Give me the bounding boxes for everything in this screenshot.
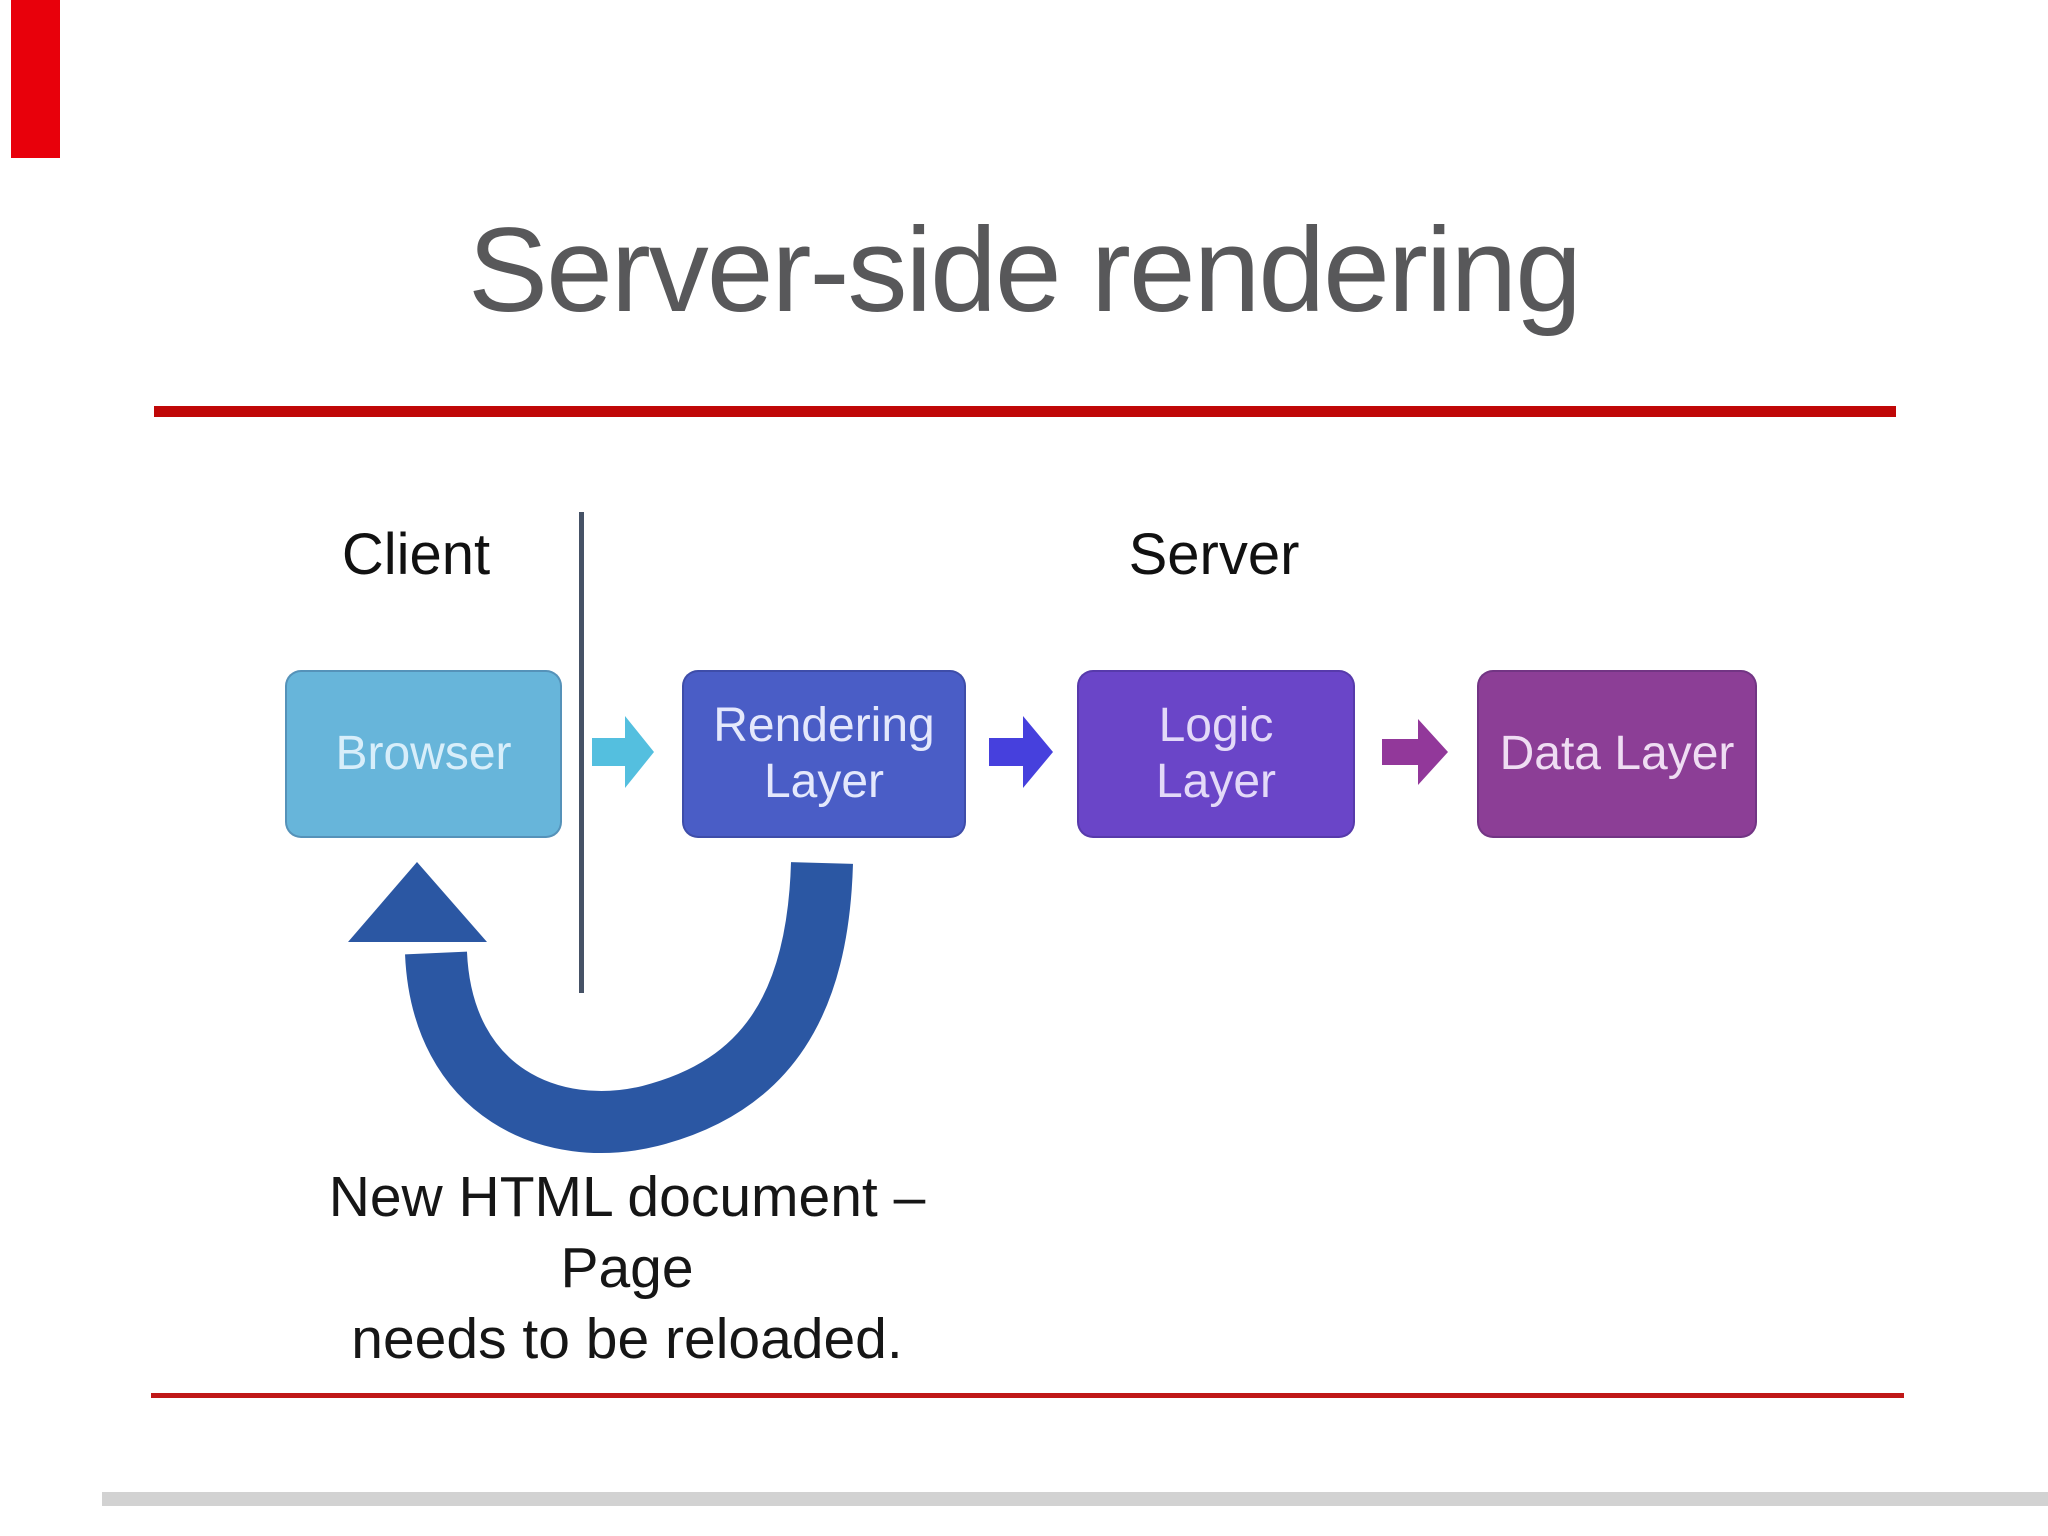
caption-line-1: New HTML document – Page bbox=[328, 1165, 926, 1300]
arrow-browser-to-rendering-icon bbox=[592, 716, 654, 788]
footer-rule bbox=[151, 1393, 1904, 1398]
browser-box-label: Browser bbox=[335, 727, 512, 780]
logic-layer-box: Logic Layer bbox=[1077, 670, 1355, 838]
logic-layer-box-label: Logic Layer bbox=[1155, 699, 1277, 808]
arrow-logic-to-data-icon bbox=[1382, 719, 1448, 785]
rendering-layer-box: Rendering Layer bbox=[682, 670, 966, 838]
footer-bar bbox=[102, 1492, 2048, 1506]
data-layer-box: Data Layer bbox=[1477, 670, 1757, 838]
server-zone-label: Server bbox=[1128, 522, 1300, 587]
return-arrow-caption: New HTML document – Page needs to be rel… bbox=[257, 1162, 997, 1375]
caption-line-2: needs to be reloaded. bbox=[351, 1307, 903, 1371]
client-server-divider bbox=[579, 512, 584, 993]
slide-title: Server-side rendering bbox=[468, 203, 1582, 337]
rendering-layer-box-label: Rendering Layer bbox=[713, 699, 935, 808]
return-arrow-icon bbox=[348, 861, 853, 1153]
data-layer-box-label: Data Layer bbox=[1499, 727, 1735, 780]
arrow-rendering-to-logic-icon bbox=[989, 716, 1053, 788]
client-zone-label: Client bbox=[341, 522, 491, 587]
corner-accent-bar bbox=[11, 0, 60, 158]
title-rule bbox=[154, 406, 1896, 417]
browser-box: Browser bbox=[285, 670, 562, 838]
